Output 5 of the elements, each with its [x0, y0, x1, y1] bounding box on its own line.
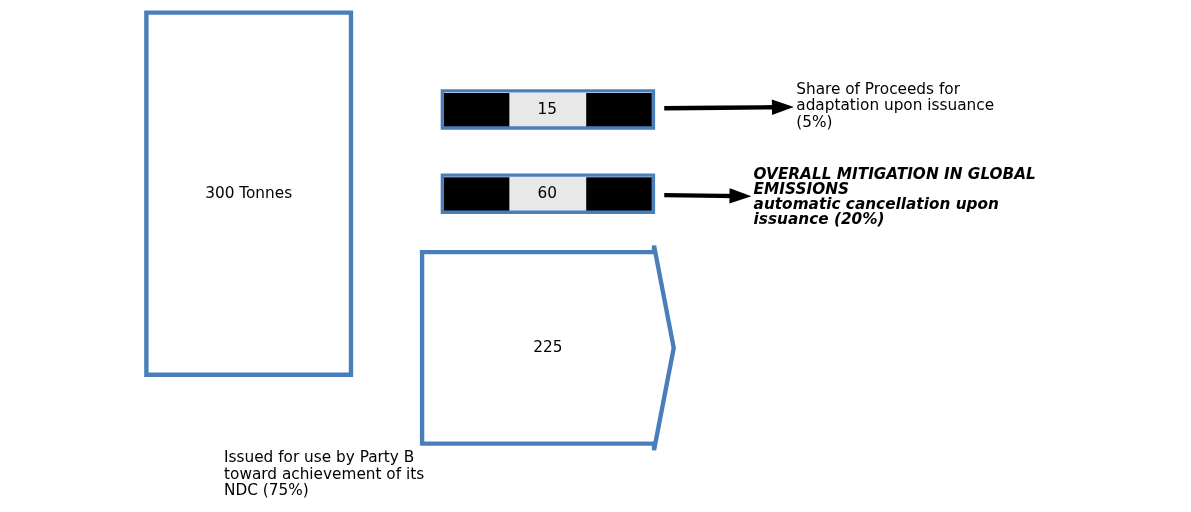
- node-box: 300 Tonnes: [144, 10, 354, 377]
- node-text: OVERALL MITIGATION IN GLOBAL EMISSIONS automatic cancellation upon issuance (20%): [753, 164, 1036, 229]
- arrow: [664, 188, 752, 204]
- arrow: [664, 99, 794, 115]
- node-text: Share of Proceeds for adaptation upon issuance (5%): [796, 79, 995, 131]
